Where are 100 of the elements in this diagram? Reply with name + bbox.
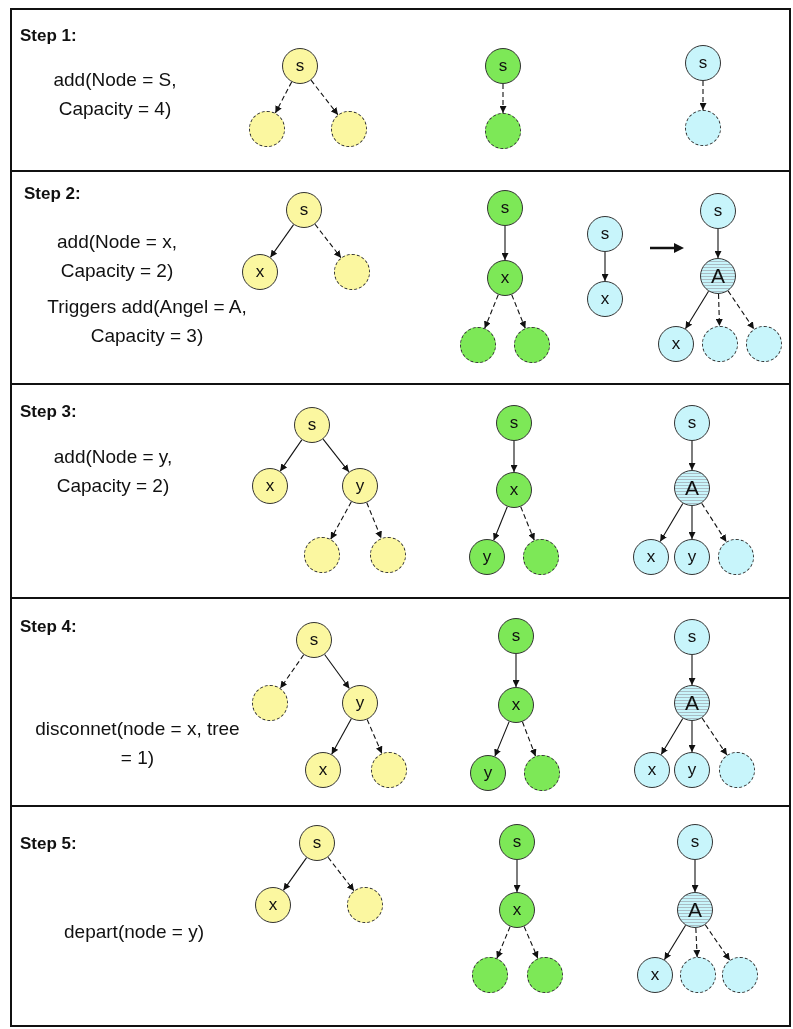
tree-node: x bbox=[634, 752, 670, 788]
empty-slot-circle bbox=[252, 685, 288, 721]
tree-node: x bbox=[658, 326, 694, 362]
dashed-arrow bbox=[523, 926, 539, 959]
empty-slot-circle bbox=[719, 752, 755, 788]
empty-slot-circle bbox=[347, 887, 383, 923]
empty-slot-circle bbox=[718, 539, 754, 575]
arrow bbox=[714, 228, 722, 259]
tree-node: s bbox=[496, 405, 532, 441]
dashed-arrow bbox=[314, 223, 342, 259]
arrow bbox=[684, 290, 710, 330]
empty-slot-circle bbox=[746, 326, 782, 362]
tree-node: s bbox=[296, 622, 332, 658]
step-heading: Step 4: bbox=[20, 617, 77, 637]
arrow bbox=[688, 654, 696, 686]
arrow bbox=[659, 502, 684, 543]
arrow bbox=[660, 717, 684, 756]
arrow bbox=[688, 720, 696, 753]
tree-node: x bbox=[587, 281, 623, 317]
tree-node: s bbox=[485, 48, 521, 84]
operation-text: disconnet(node = x, tree = 1) bbox=[34, 717, 241, 770]
arrow bbox=[688, 505, 696, 540]
dashed-arrow bbox=[704, 924, 731, 961]
step-heading: Step 1: bbox=[20, 26, 77, 46]
dashed-arrow bbox=[521, 721, 537, 757]
dashed-arrow bbox=[693, 927, 701, 958]
operation-text: add(Node = S, Capacity = 4) bbox=[52, 68, 178, 121]
empty-slot-circle bbox=[371, 752, 407, 788]
empty-slot-circle bbox=[249, 111, 285, 147]
empty-slot-circle bbox=[524, 755, 560, 791]
tree-node: y bbox=[342, 685, 378, 721]
dashed-arrow bbox=[327, 856, 355, 892]
dashed-arrow bbox=[715, 293, 723, 327]
arrow bbox=[269, 224, 295, 258]
striped-tree-node: A bbox=[674, 470, 710, 506]
striped-tree-node: A bbox=[677, 892, 713, 928]
step-heading: Step 5: bbox=[20, 834, 77, 854]
tree-node: x bbox=[242, 254, 278, 290]
tree-node: s bbox=[677, 824, 713, 860]
tree-node: y bbox=[674, 539, 710, 575]
tree-node: x bbox=[255, 887, 291, 923]
tree-node: s bbox=[674, 405, 710, 441]
empty-slot-circle bbox=[680, 957, 716, 993]
arrow bbox=[493, 506, 508, 541]
step-heading: Step 2: bbox=[24, 184, 81, 204]
dashed-arrow bbox=[310, 79, 339, 116]
dashed-arrow bbox=[499, 83, 507, 114]
step-panel bbox=[10, 383, 791, 597]
striped-tree-node: A bbox=[700, 258, 736, 294]
step-panel bbox=[10, 8, 791, 170]
tree-node: s bbox=[286, 192, 322, 228]
dashed-arrow bbox=[701, 717, 728, 756]
tree-node: x bbox=[305, 752, 341, 788]
tree-node: y bbox=[469, 539, 505, 575]
dashed-arrow bbox=[274, 81, 293, 114]
arrow bbox=[601, 251, 609, 282]
tree-node: s bbox=[499, 824, 535, 860]
tree-node: x bbox=[252, 468, 288, 504]
arrow bbox=[510, 440, 518, 473]
tree-node: s bbox=[282, 48, 318, 84]
tree-node: x bbox=[499, 892, 535, 928]
tree-node: s bbox=[674, 619, 710, 655]
empty-slot-circle bbox=[460, 327, 496, 363]
arrow bbox=[663, 924, 687, 961]
tree-node: s bbox=[294, 407, 330, 443]
tree-node: y bbox=[674, 752, 710, 788]
dashed-arrow bbox=[366, 502, 382, 539]
dashed-arrow bbox=[496, 926, 511, 959]
empty-slot-circle bbox=[685, 110, 721, 146]
tree-node: s bbox=[487, 190, 523, 226]
empty-slot-circle bbox=[331, 111, 367, 147]
tree-node: x bbox=[498, 687, 534, 723]
empty-slot-circle bbox=[722, 957, 758, 993]
operation-text: add(Node = y, Capacity = 2) bbox=[52, 445, 174, 498]
tree-node: x bbox=[637, 957, 673, 993]
dashed-arrow bbox=[511, 294, 526, 329]
step-heading: Step 3: bbox=[20, 402, 77, 422]
arrow bbox=[688, 440, 696, 471]
striped-tree-node: A bbox=[674, 685, 710, 721]
empty-slot-circle bbox=[485, 113, 521, 149]
empty-slot-circle bbox=[370, 537, 406, 573]
arrow bbox=[282, 857, 308, 891]
dashed-arrow bbox=[366, 718, 383, 755]
arrow bbox=[331, 718, 352, 755]
empty-slot-circle bbox=[514, 327, 550, 363]
step-panel bbox=[10, 597, 791, 805]
tree-node: s bbox=[700, 193, 736, 229]
tree-node: s bbox=[587, 216, 623, 252]
arrow bbox=[691, 859, 699, 893]
step-panel bbox=[10, 805, 791, 1027]
arrow bbox=[512, 653, 520, 688]
dashed-arrow bbox=[330, 501, 352, 540]
dashed-arrow bbox=[520, 506, 535, 541]
dashed-arrow bbox=[701, 502, 727, 543]
operation-text: Triggers add(Angel = A, Capacity = 3) bbox=[46, 295, 248, 348]
arrow bbox=[324, 654, 350, 689]
step-panel bbox=[10, 170, 791, 383]
dashed-arrow bbox=[279, 654, 305, 689]
arrow bbox=[501, 225, 509, 261]
arrow bbox=[279, 439, 303, 472]
